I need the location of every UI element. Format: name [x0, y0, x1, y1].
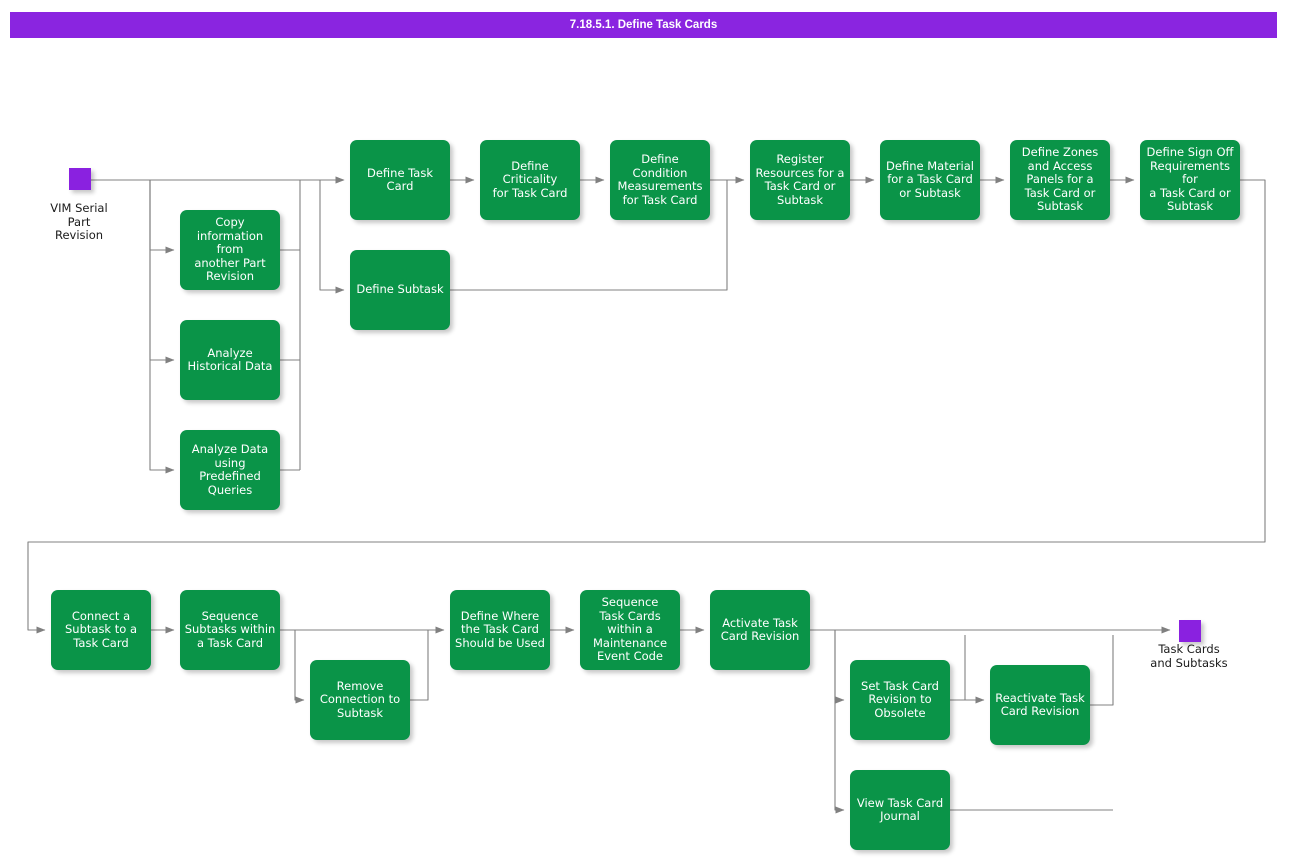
page-title-bar: 7.18.5.1. Define Task Cards	[10, 12, 1277, 38]
edge-start-to-analyze-predefined-queries	[149, 180, 175, 474]
start-terminator-label: VIM Serial Part Revision	[19, 201, 139, 243]
edge-left-merge-to-define-subtask	[319, 180, 345, 294]
node-define-subtask[interactable]: Define Subtask	[350, 250, 450, 330]
start-terminator-label-line1: VIM Serial	[50, 201, 108, 215]
edge-sequence-subtasks-to-remove-connection	[294, 630, 305, 704]
page-title: 7.18.5.1. Define Task Cards	[569, 19, 718, 31]
end-terminator[interactable]	[1179, 620, 1201, 642]
edge-activate-revision-to-set-obsolete	[834, 630, 845, 704]
start-terminator-label-line2: Part	[67, 214, 91, 229]
edge-reactivate-to-main-line	[1090, 635, 1114, 706]
edge-remove-connection-to-define-where-used	[410, 630, 429, 701]
edge-activate-revision-to-view-journal	[834, 630, 845, 814]
edge-start-to-copy-information	[149, 180, 175, 254]
end-terminator-label: Task Cards and Subtasks	[1128, 642, 1250, 670]
end-terminator-label-line1: Task Cards	[1158, 642, 1220, 656]
start-terminator[interactable]	[69, 168, 91, 190]
node-label: Define Subtask	[356, 282, 444, 297]
start-terminator-label-line3: Revision	[54, 228, 104, 242]
end-terminator-label-line2: and Subtasks	[1150, 655, 1228, 670]
edge-start-to-analyze-historical-data	[149, 180, 175, 364]
